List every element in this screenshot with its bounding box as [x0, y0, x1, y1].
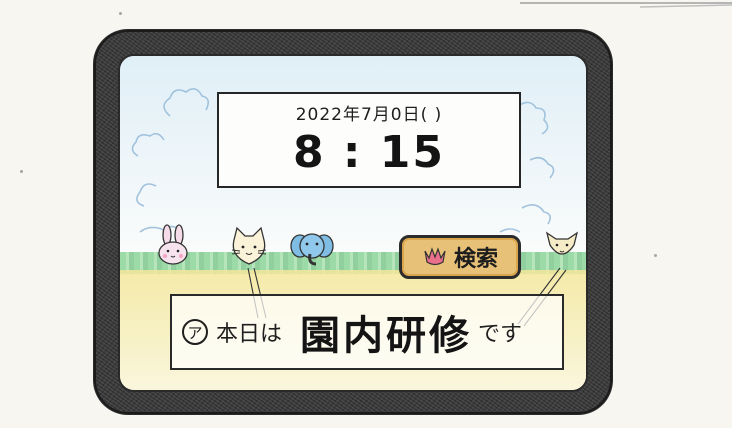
tablet-screen: 2022年7月0日( ) 8 : 15	[118, 54, 588, 392]
tulip-icon	[424, 247, 446, 266]
clock-time: 8 : 15	[292, 127, 446, 178]
search-button-label: 検索	[453, 247, 498, 272]
elephant-icon[interactable]	[290, 228, 334, 268]
paper-speck	[20, 170, 23, 173]
tablet-frame: 2022年7月0日( ) 8 : 15	[94, 30, 612, 414]
message-suffix: です	[478, 322, 523, 347]
fox-icon[interactable]	[544, 230, 580, 264]
clock-date: 2022年7月0日( )	[295, 105, 443, 125]
paper-edge-shading	[520, 2, 732, 8]
paper-speck	[654, 254, 657, 257]
rabbit-icon[interactable]	[154, 224, 192, 266]
message-highlight: 園内研修	[300, 313, 473, 359]
pin-marker: ア	[182, 319, 208, 345]
cat-icon[interactable]	[228, 226, 270, 268]
search-button[interactable]: 検索	[399, 235, 521, 279]
cloud-decorations	[131, 88, 555, 233]
clock-display: 2022年7月0日( ) 8 : 15	[217, 92, 521, 188]
paper-speck	[119, 12, 122, 15]
announcement-banner: ア 本日は 園内研修 です	[170, 294, 564, 370]
message-prefix: 本日は	[216, 322, 283, 347]
